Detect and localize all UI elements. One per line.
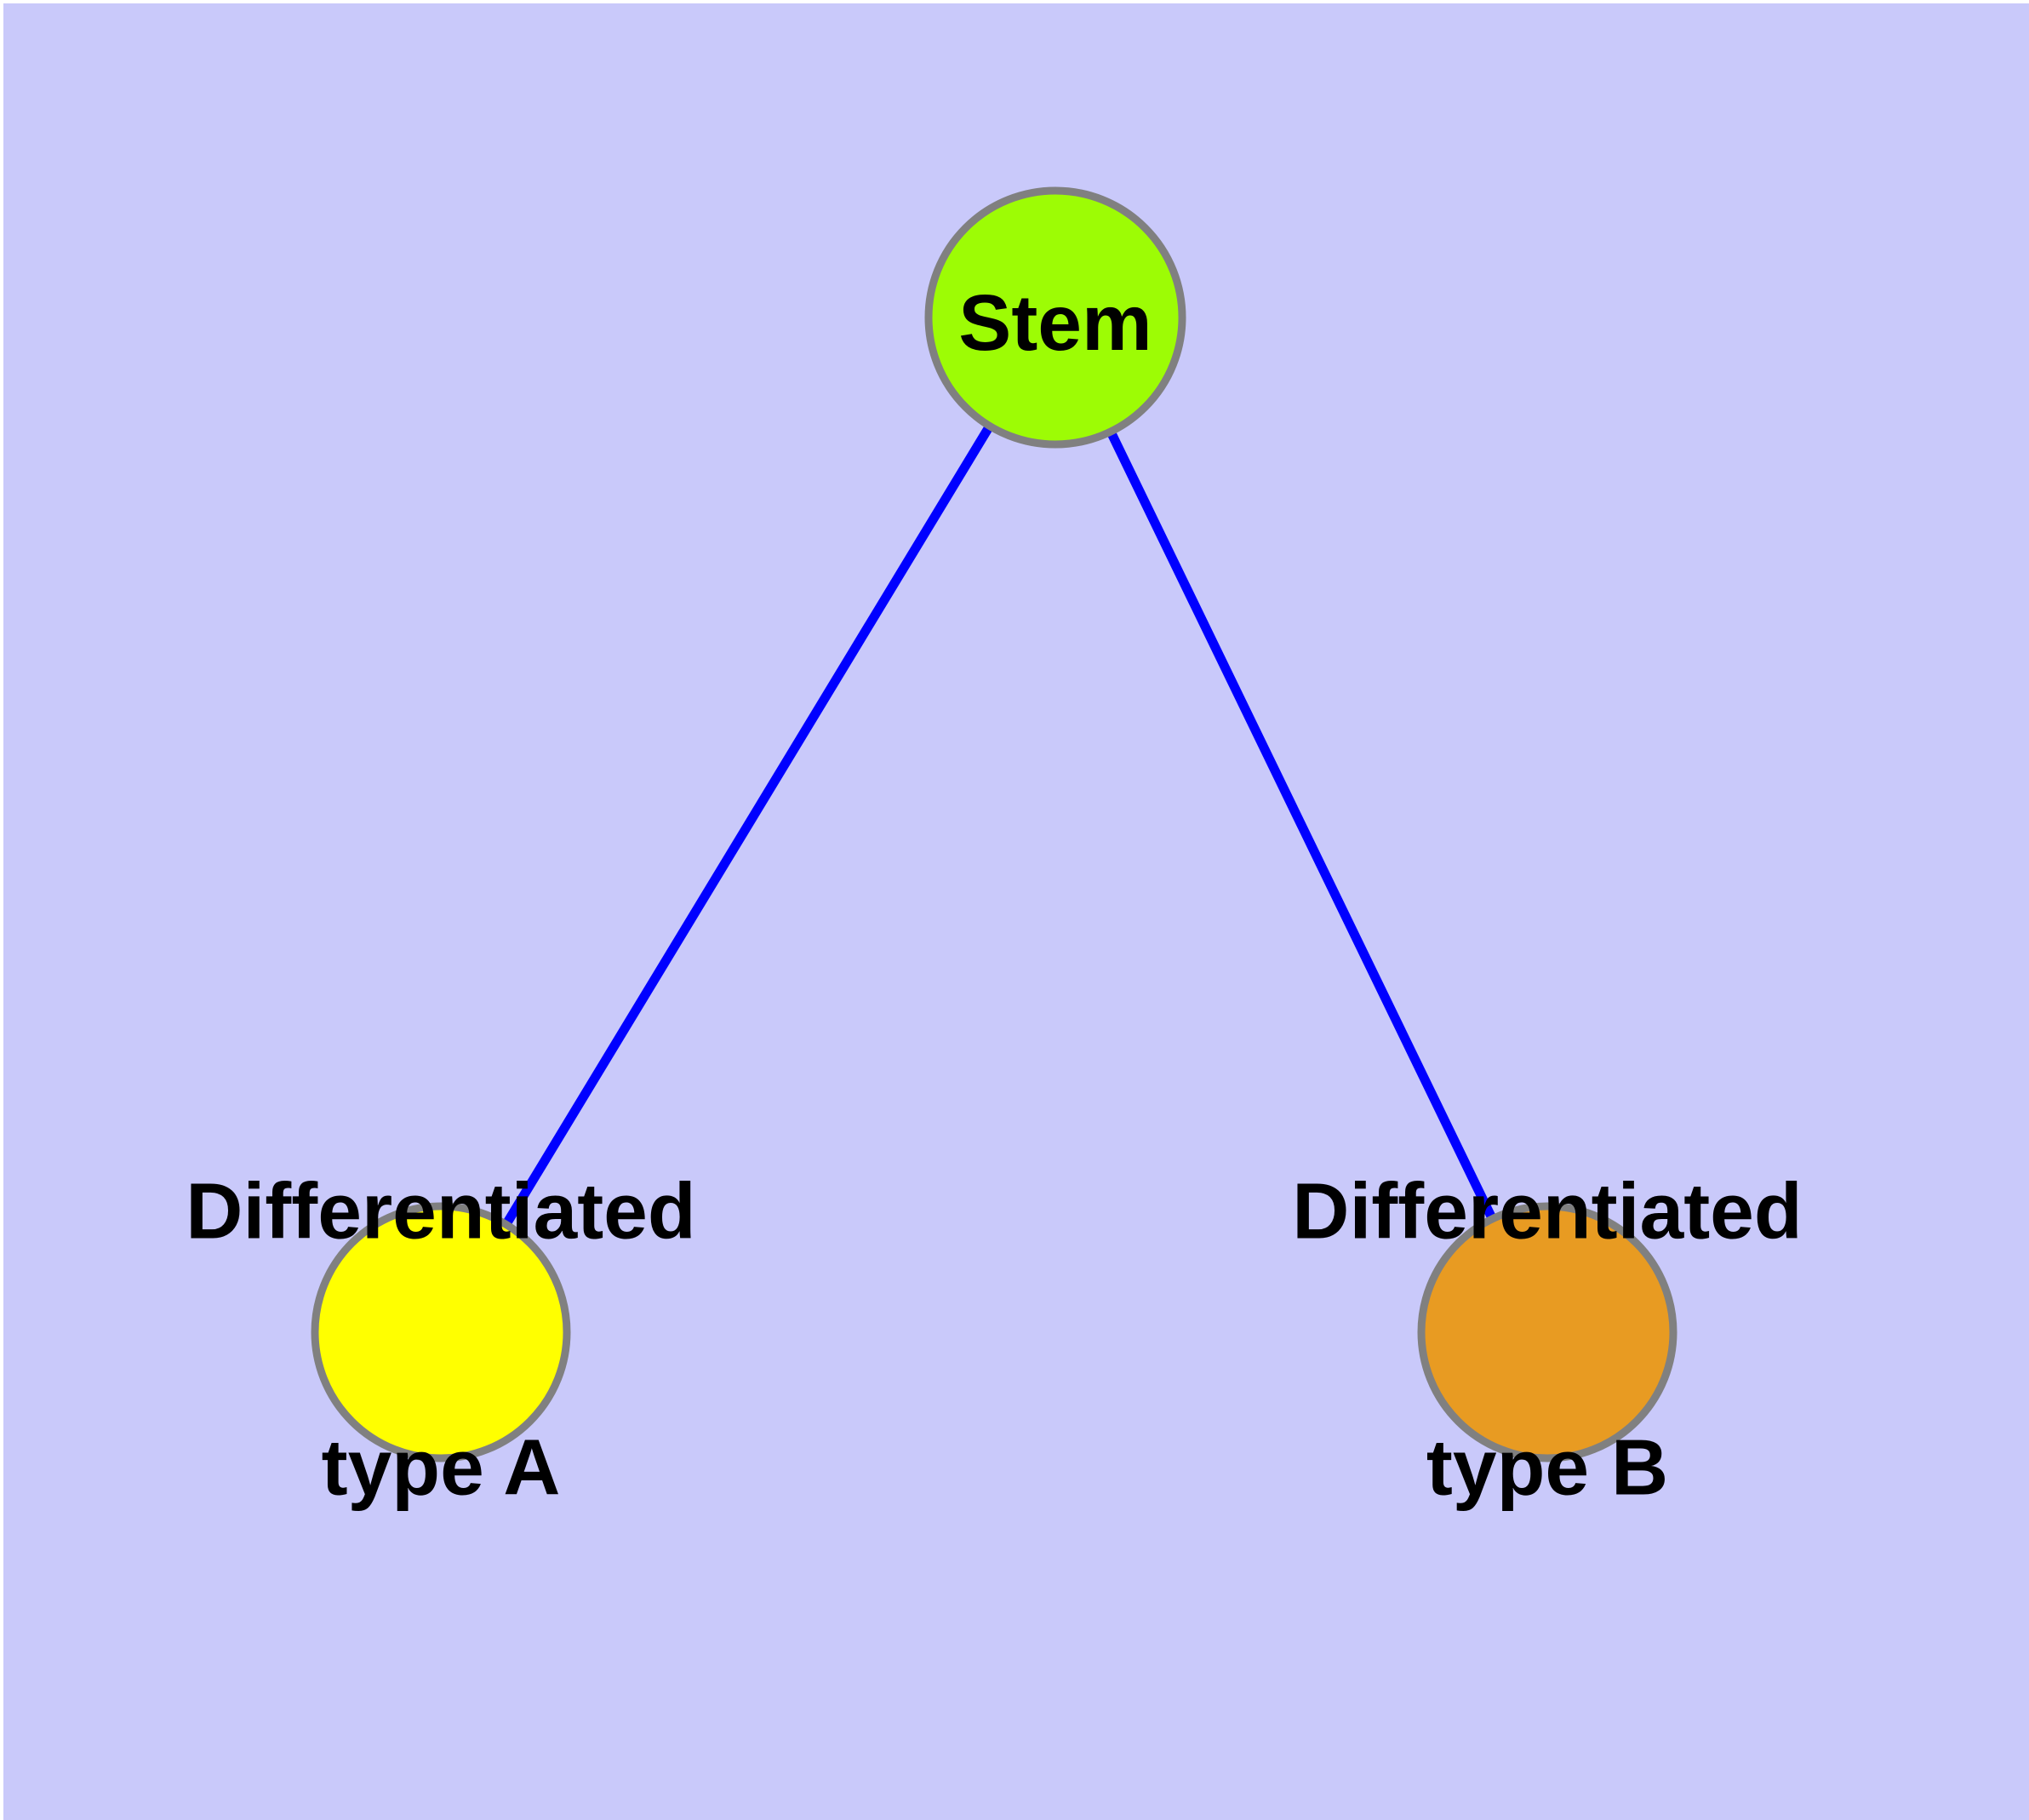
edge-stem-to-differentiated-type-a[interactable]: [437, 315, 1060, 1335]
node-layer: [311, 186, 1677, 1462]
node-differentiated-type-b-circle[interactable]: [1417, 1202, 1677, 1462]
node-differentiated-type-a-circle[interactable]: [311, 1202, 571, 1462]
node-stem-circle[interactable]: [924, 186, 1186, 449]
edge-stem-to-differentiated-type-b[interactable]: [1051, 315, 1552, 1335]
edge-layer: [437, 315, 1552, 1335]
